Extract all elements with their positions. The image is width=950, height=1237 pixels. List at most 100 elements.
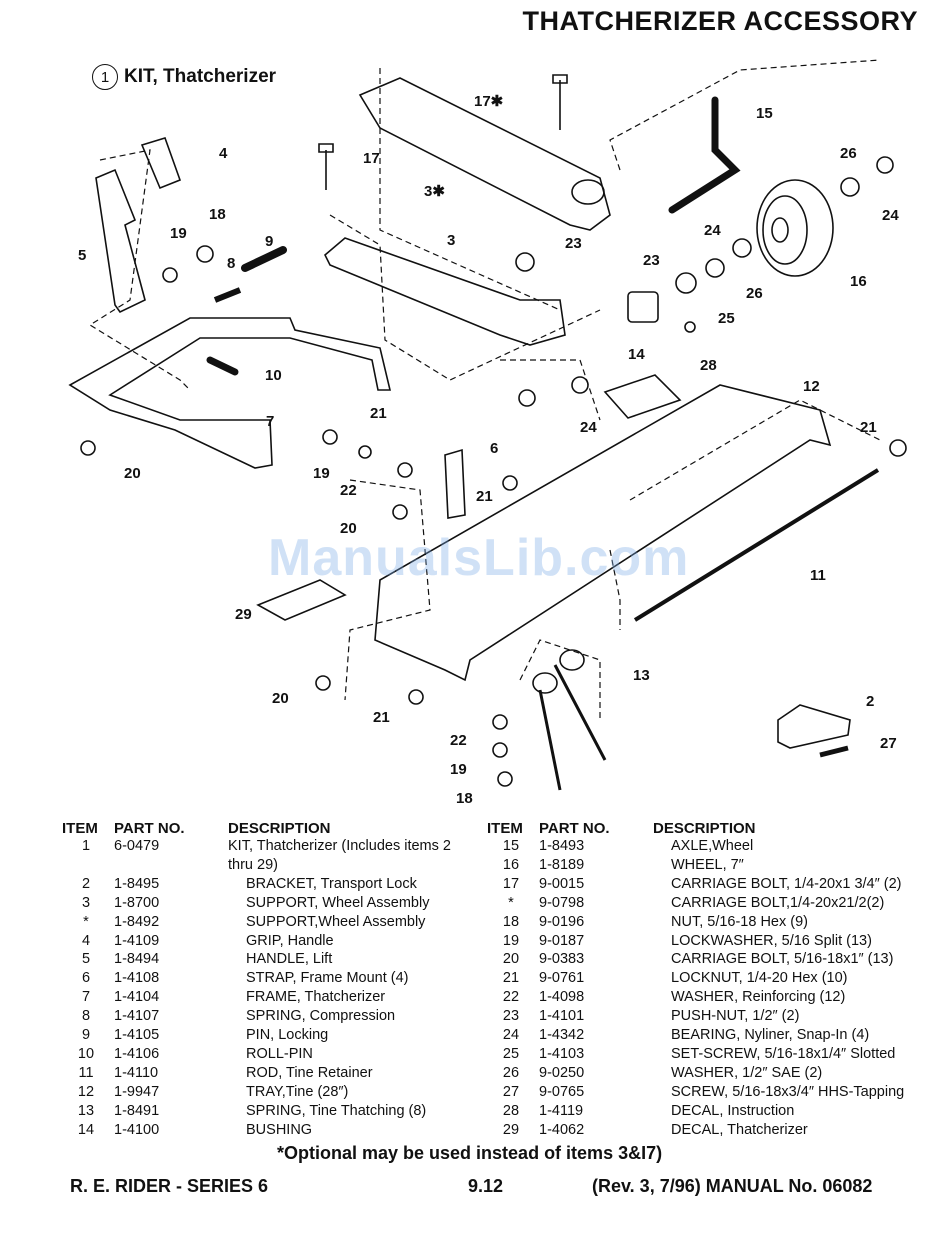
cell-part-no: 9-0015	[539, 875, 585, 892]
callout: 11	[810, 567, 826, 584]
parts-table-right: ITEM PART NO. DESCRIPTION 15 1-8493 AXLE,W…	[487, 820, 931, 1140]
cell-description: LOCKNUT, 1/4-20 Hex (10)	[671, 970, 848, 987]
cell-item: 17	[502, 875, 520, 892]
callout: 17✱	[474, 93, 504, 110]
cell-item: 4	[81, 932, 91, 949]
wheel	[756, 179, 834, 277]
callout: 20	[124, 465, 141, 482]
cell-part-no: 9-0187	[539, 932, 585, 949]
cell-part-no: 9-0761	[539, 970, 585, 987]
callout: 13	[633, 667, 650, 684]
cell-part-no: 1-4062	[539, 1121, 585, 1138]
cell-description: CARRIAGE BOLT,1/4-20x21/2(2)	[671, 894, 885, 911]
exploded-parts-diagram: 17✱ 15 4 17 3✱ 26 24 18 5 19 9 3 23 16 8…	[68, 59, 907, 807]
callout: 22	[340, 482, 357, 499]
cell-item: 24	[502, 1027, 520, 1044]
callout: 6	[490, 440, 498, 457]
cell-description: WHEEL, 7″	[671, 856, 744, 873]
cell-description: TRAY,Tine (28″)	[246, 1083, 349, 1100]
cell-item: 29	[502, 1121, 520, 1138]
callout: 2	[866, 693, 874, 710]
cell-item: 19	[502, 932, 520, 949]
callout: 21	[373, 709, 390, 726]
cell-item: 7	[81, 989, 91, 1006]
cell-item: 6	[81, 970, 91, 987]
cell-item: 1	[81, 838, 91, 854]
cell-item: 27	[502, 1083, 520, 1100]
table-header: ITEM PART NO. DESCRIPTION	[62, 820, 506, 837]
cell-item: 21	[502, 970, 520, 987]
cell-part-no: 1-8493	[539, 838, 585, 854]
table-row: 7 1-4104 FRAME, Thatcherizer	[62, 988, 506, 1007]
table-row: 21 9-0761 LOCKNUT, 1/4-20 Hex (10)	[487, 969, 931, 988]
callout: 29	[235, 606, 252, 623]
cell-item: 13	[77, 1102, 95, 1119]
kit-heading: 1 KIT, Thatcherizer	[92, 64, 276, 90]
cell-item: 15	[502, 838, 520, 854]
cell-part-no: 1-4100	[114, 1121, 160, 1138]
callout: 19	[170, 225, 187, 242]
cell-part-no: 1-4106	[114, 1045, 160, 1062]
cell-item: 28	[502, 1102, 520, 1119]
cell-part-no: 1-4119	[539, 1102, 584, 1119]
cell-description: KIT, Thatcherizer (Includes items 2	[228, 838, 451, 854]
tine-retainer-rod	[633, 468, 880, 622]
cell-item: *	[83, 913, 89, 930]
cell-description: HANDLE, Lift	[246, 951, 333, 968]
callout: 20	[272, 690, 289, 707]
cell-description: BUSHING	[246, 1121, 313, 1138]
table-header: ITEM PART NO. DESCRIPTION	[487, 820, 931, 837]
cell-description: SPRING, Compression	[246, 1008, 396, 1025]
callout: 21	[476, 488, 493, 505]
callout: 19	[450, 761, 467, 778]
cell-part-no: 1-4104	[114, 989, 160, 1006]
bushing	[627, 291, 659, 323]
cell-part-no: 1-8189	[539, 856, 585, 873]
cell-description: SUPPORT, Wheel Assembly	[246, 894, 430, 911]
cell-description: LOCKWASHER, 5/16 Split (13)	[671, 932, 872, 949]
kit-label: KIT, Thatcherizer	[124, 66, 277, 87]
cell-description: AXLE,Wheel	[671, 838, 754, 854]
callout: 23	[565, 235, 582, 252]
callout: 15	[756, 105, 773, 122]
cell-part-no: 1-4098	[539, 989, 585, 1006]
cell-item: 5	[81, 951, 91, 968]
cell-description: WASHER, 1/2″ SAE (2)	[671, 1064, 823, 1081]
carriage-bolt-upper	[552, 74, 568, 130]
cell-part-no: 9-0798	[539, 894, 585, 911]
cell-part-no: 1-4108	[114, 970, 160, 987]
callout: 25	[718, 310, 735, 327]
wheel-support-upper	[358, 77, 611, 231]
cell-item: 2	[81, 875, 91, 892]
header-item: ITEM	[487, 820, 523, 837]
callout: 19	[313, 465, 330, 482]
callout: 24	[580, 419, 597, 436]
footer-manual: (Rev. 3, 7/96) MANUAL No. 06082	[592, 1176, 873, 1196]
tine-tray	[374, 384, 832, 682]
cell-item: 3	[81, 894, 91, 911]
cell-part-no: 9-0383	[539, 951, 585, 968]
cell-part-no: 1-4110	[114, 1064, 159, 1081]
cell-part-no: 1-4105	[114, 1027, 160, 1044]
cell-part-no: 1-4103	[539, 1045, 585, 1062]
cell-item: 12	[77, 1083, 95, 1100]
cell-item: 11	[78, 1064, 94, 1081]
callout: 16	[850, 273, 867, 290]
callout: 22	[450, 732, 467, 749]
cell-item: 22	[502, 989, 520, 1006]
cell-part-no: 9-0250	[539, 1064, 585, 1081]
callout: 7	[266, 413, 274, 430]
cell-description: FRAME, Thatcherizer	[246, 989, 386, 1006]
callout: 14	[628, 346, 645, 363]
